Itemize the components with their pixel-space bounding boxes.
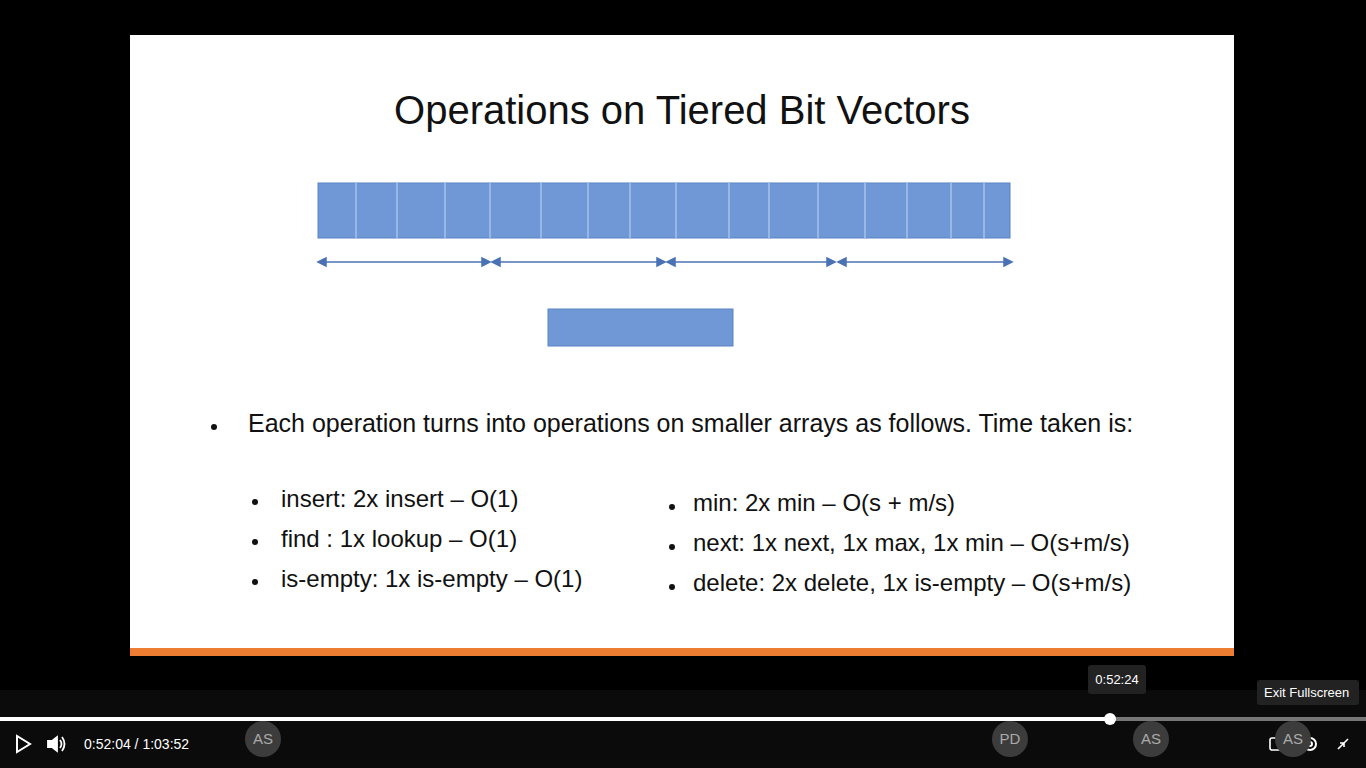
avatar-initials: PD xyxy=(992,721,1028,757)
sub-bullet: delete: 2x delete, 1x is-empty – O(s+m/s… xyxy=(693,569,1131,597)
sub-bullet: find : 1x lookup – O(1) xyxy=(281,525,517,553)
tooltip-text: Exit Fullscreen xyxy=(1264,685,1349,700)
summary-vector xyxy=(548,309,733,346)
participant-strip xyxy=(0,690,1366,768)
progress-track xyxy=(0,717,1366,721)
sub-bullet: next: 1x next, 1x max, 1x min – O(s+m/s) xyxy=(693,529,1130,557)
time-tooltip xyxy=(1088,665,1146,694)
slide xyxy=(130,35,1234,648)
time-display: 0:52:04 / 1:03:52 xyxy=(84,736,189,752)
sub-bullet: insert: 2x insert – O(1) xyxy=(281,485,518,513)
sub-bullet: min: 2x min – O(s + m/s) xyxy=(693,489,955,517)
volume-icon xyxy=(48,737,65,751)
avatar-initials: AS xyxy=(245,721,281,757)
exit-fullscreen-icon xyxy=(1338,739,1348,749)
bit-vector xyxy=(318,183,1010,238)
sub-bullet: is-empty: 1x is-empty – O(1) xyxy=(281,565,582,593)
avatar-initials: AS xyxy=(1133,721,1169,757)
slide-title: Operations on Tiered Bit Vectors xyxy=(130,88,1234,133)
block-arrows xyxy=(318,258,1012,266)
tooltip-time: 0:52:24 xyxy=(1095,672,1138,687)
bullet-text: Each operation turns into operations on … xyxy=(248,405,1178,442)
progress-knob xyxy=(1104,713,1116,725)
fullscreen-tooltip xyxy=(1257,680,1359,705)
avatar-initials: AS xyxy=(1275,721,1311,757)
progress-played xyxy=(0,717,1110,721)
play-icon xyxy=(17,736,30,752)
slide-footer-bar xyxy=(130,648,1234,656)
